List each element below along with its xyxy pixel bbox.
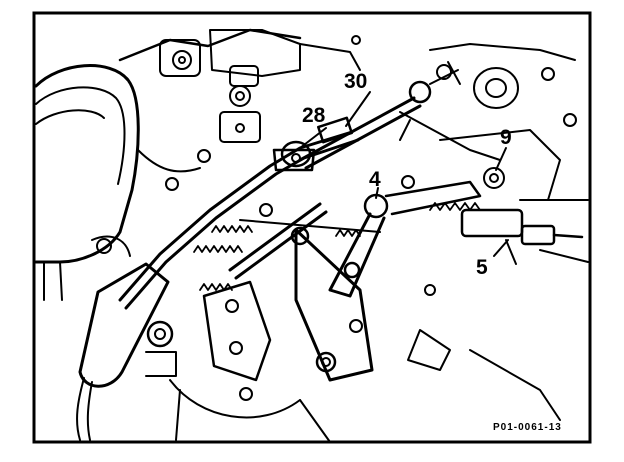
lower-bracket [145, 280, 331, 443]
callout-28: 28 [302, 104, 326, 127]
engine-artwork [34, 28, 589, 443]
right-engine-body [407, 43, 589, 421]
diagram-frame [32, 11, 592, 444]
callout-5: 5 [476, 256, 488, 279]
throttle-cable [76, 116, 360, 441]
cable-end-fitting [460, 208, 584, 265]
lever-linkage [228, 175, 482, 382]
callout-30: 30 [344, 70, 367, 93]
mounting-bolts [165, 149, 436, 333]
callout-9: 9 [500, 126, 512, 149]
callout-leaders [299, 91, 509, 257]
control-rod-assembly [298, 61, 501, 170]
callout-4: 4 [369, 168, 381, 191]
figure-code: P01-0061-13 [493, 422, 562, 433]
upper-engine-block [159, 29, 361, 143]
return-springs [193, 202, 481, 291]
